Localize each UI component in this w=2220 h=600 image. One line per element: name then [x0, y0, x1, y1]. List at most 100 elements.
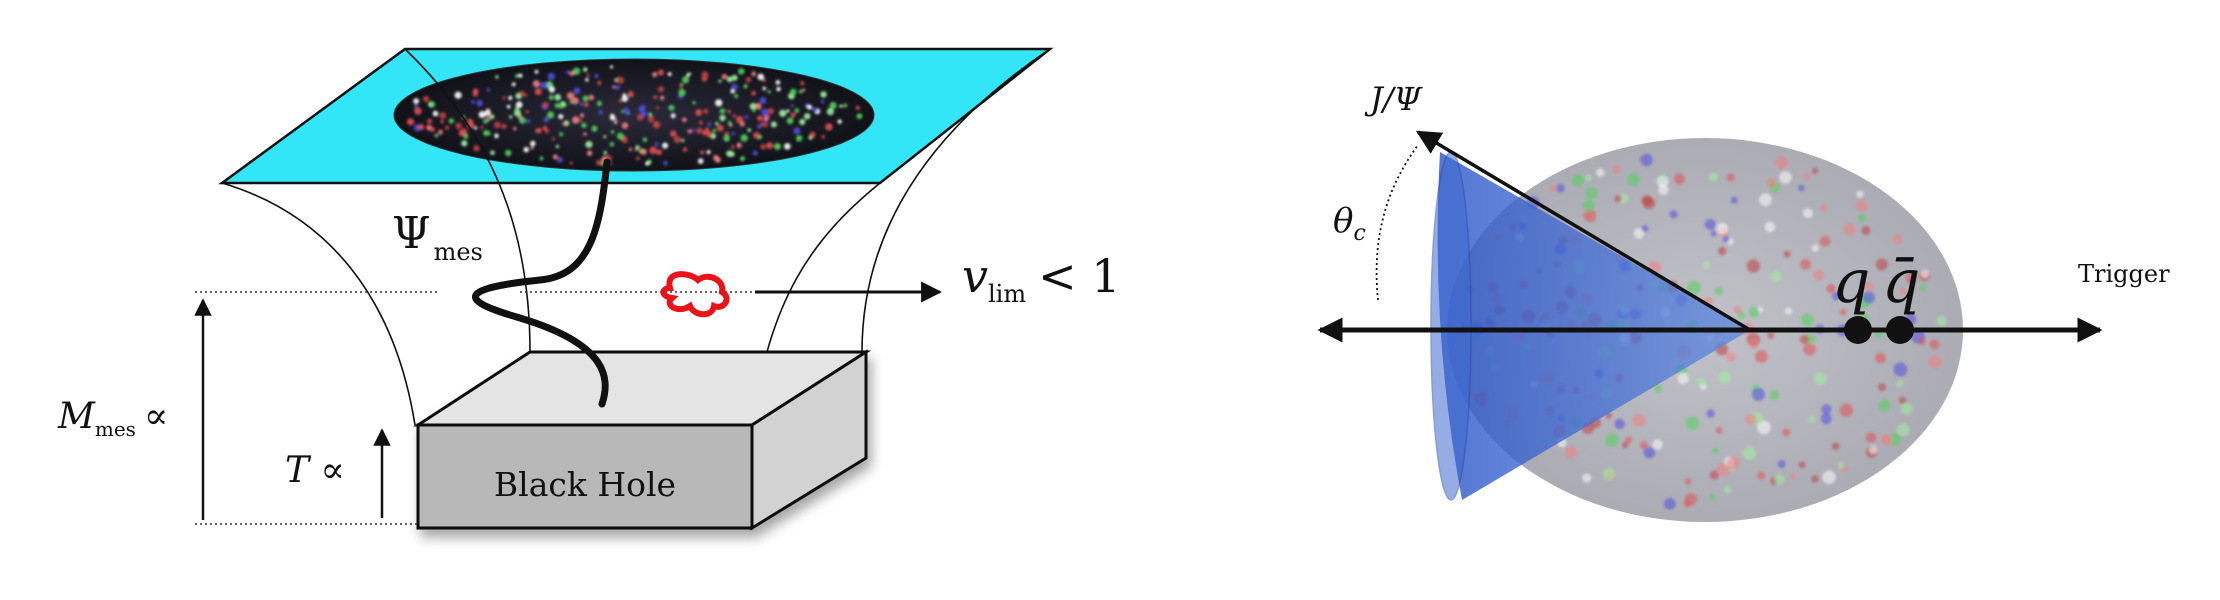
- particle-dot: [681, 138, 685, 142]
- particle-dot: [723, 135, 730, 142]
- particle-dot: [1614, 418, 1625, 430]
- particle-dot: [1843, 223, 1856, 236]
- particle-dot: [1714, 286, 1724, 296]
- particle-dot: [706, 131, 713, 138]
- particle-dot: [776, 86, 781, 92]
- particle-dot: [654, 142, 659, 147]
- particle-dot: [731, 83, 738, 91]
- particle-dot: [715, 99, 723, 107]
- particle-dot: [530, 146, 534, 150]
- particle-dot: [474, 126, 478, 130]
- particle-dot: [740, 156, 746, 162]
- particle-dot: [695, 109, 703, 116]
- particle-dot: [1857, 213, 1867, 223]
- particle-dot: [738, 68, 745, 75]
- particle-dot: [1905, 272, 1917, 284]
- particle-dot: [1881, 434, 1891, 444]
- particle-dot: [572, 67, 581, 75]
- black-hole-box: [412, 349, 872, 531]
- particle-dot: [1898, 396, 1907, 405]
- particle-dot: [548, 86, 556, 93]
- particle-dot: [597, 80, 602, 85]
- particle-dot: [731, 145, 735, 149]
- particle-dot: [621, 109, 625, 113]
- trigger-label: Trigger: [2078, 260, 2170, 288]
- particle-dot: [1702, 261, 1711, 270]
- particle-dot: [1877, 382, 1887, 392]
- particle-dot: [673, 135, 682, 144]
- particle-dot: [681, 117, 687, 123]
- particle-dot: [635, 145, 640, 150]
- particle-dot: [1764, 221, 1776, 233]
- particle-dot: [562, 121, 567, 126]
- particle-dot: [736, 116, 744, 124]
- particle-dot: [809, 131, 816, 138]
- particle-dot: [515, 73, 520, 78]
- particle-dot: [1775, 156, 1789, 170]
- particle-dot: [692, 101, 696, 105]
- particle-dot: [1808, 416, 1816, 424]
- particle-dot: [1602, 467, 1616, 481]
- particle-dot: [413, 98, 420, 105]
- particle-dot: [1564, 446, 1577, 459]
- particle-dot: [856, 113, 863, 120]
- particle-dot: [1639, 441, 1648, 450]
- particle-dot: [1875, 352, 1886, 364]
- particle-dot: [1840, 308, 1847, 316]
- particle-dot: [1757, 471, 1766, 480]
- particle-dot: [1748, 306, 1760, 318]
- particle-dot: [1789, 472, 1797, 480]
- particle-dot: [1928, 355, 1942, 369]
- particle-dot: [585, 78, 589, 82]
- particle-dot: [1712, 447, 1720, 455]
- quark-point: [1844, 316, 1872, 344]
- particle-dot: [802, 88, 806, 92]
- particle-dot: [1704, 218, 1716, 230]
- particle-dot: [1652, 439, 1663, 450]
- particle-dot: [790, 104, 794, 108]
- particle-dot: [1774, 474, 1785, 485]
- particle-dot: [1783, 250, 1791, 258]
- particle-dot: [1619, 193, 1629, 204]
- particle-dot: [495, 75, 499, 79]
- particle-dot: [579, 102, 584, 106]
- particle-dot: [1654, 385, 1662, 393]
- particle-dot: [1696, 378, 1706, 388]
- particle-dot: [843, 103, 848, 108]
- particle-dot: [714, 156, 721, 163]
- particle-dot: [736, 142, 742, 149]
- particle-dot: [762, 86, 767, 91]
- bulk-wall-left-outer: [221, 182, 416, 426]
- particle-dot: [1862, 291, 1876, 304]
- particle-dot: [554, 94, 562, 101]
- particle-dot: [1811, 475, 1819, 483]
- particle-dot: [1899, 287, 1907, 296]
- particle-dot: [1716, 462, 1731, 477]
- particle-dot: [747, 128, 752, 132]
- particle-dot: [406, 118, 415, 126]
- particle-dot: [610, 113, 614, 118]
- particle-dot: [1730, 196, 1738, 204]
- particle-dot: [656, 106, 660, 110]
- particle-dot: [761, 108, 769, 116]
- particle-dot: [581, 122, 587, 128]
- particle-dot: [779, 109, 787, 117]
- particle-dot: [1754, 350, 1768, 363]
- particle-dot: [1582, 199, 1595, 212]
- particle-dot: [1687, 280, 1702, 295]
- particle-dot: [775, 80, 781, 85]
- particle-dot: [731, 131, 735, 136]
- particle-dot: [642, 137, 648, 143]
- particle-dot: [547, 81, 554, 88]
- particle-dot: [486, 131, 491, 136]
- particle-dot: [1920, 269, 1930, 278]
- particle-dot: [731, 74, 738, 81]
- particle-dot: [612, 85, 616, 89]
- particle-dot: [786, 117, 794, 125]
- particle-dot: [751, 90, 756, 96]
- particle-dot: [726, 76, 733, 83]
- particle-dot: [434, 133, 439, 138]
- particle-dot: [578, 118, 583, 123]
- particle-dot: [1798, 461, 1806, 469]
- particle-dot: [1633, 228, 1645, 239]
